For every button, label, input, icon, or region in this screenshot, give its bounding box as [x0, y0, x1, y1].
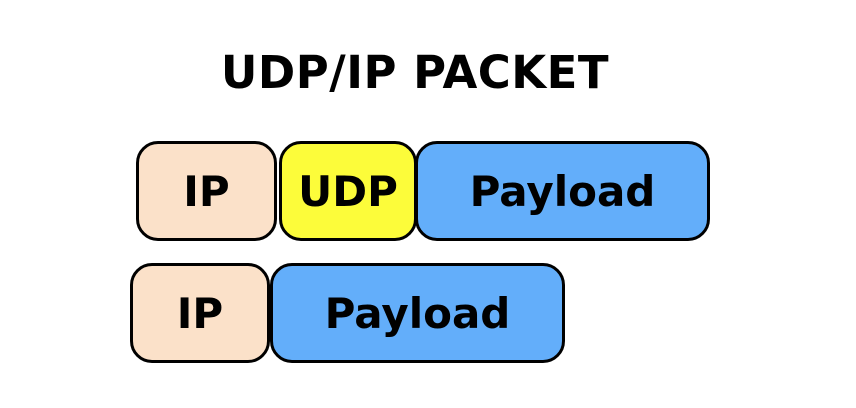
ip-row-payload-segment: Payload	[270, 263, 565, 363]
udp-ip-row-ip-segment: IP	[136, 141, 277, 241]
ip-row-ip-segment: IP	[130, 263, 270, 363]
diagram-title: UDP/IP PACKET	[220, 46, 610, 99]
udp-ip-row-udp-segment: UDP	[279, 141, 417, 241]
udp-ip-row-payload-segment: Payload	[415, 141, 710, 241]
